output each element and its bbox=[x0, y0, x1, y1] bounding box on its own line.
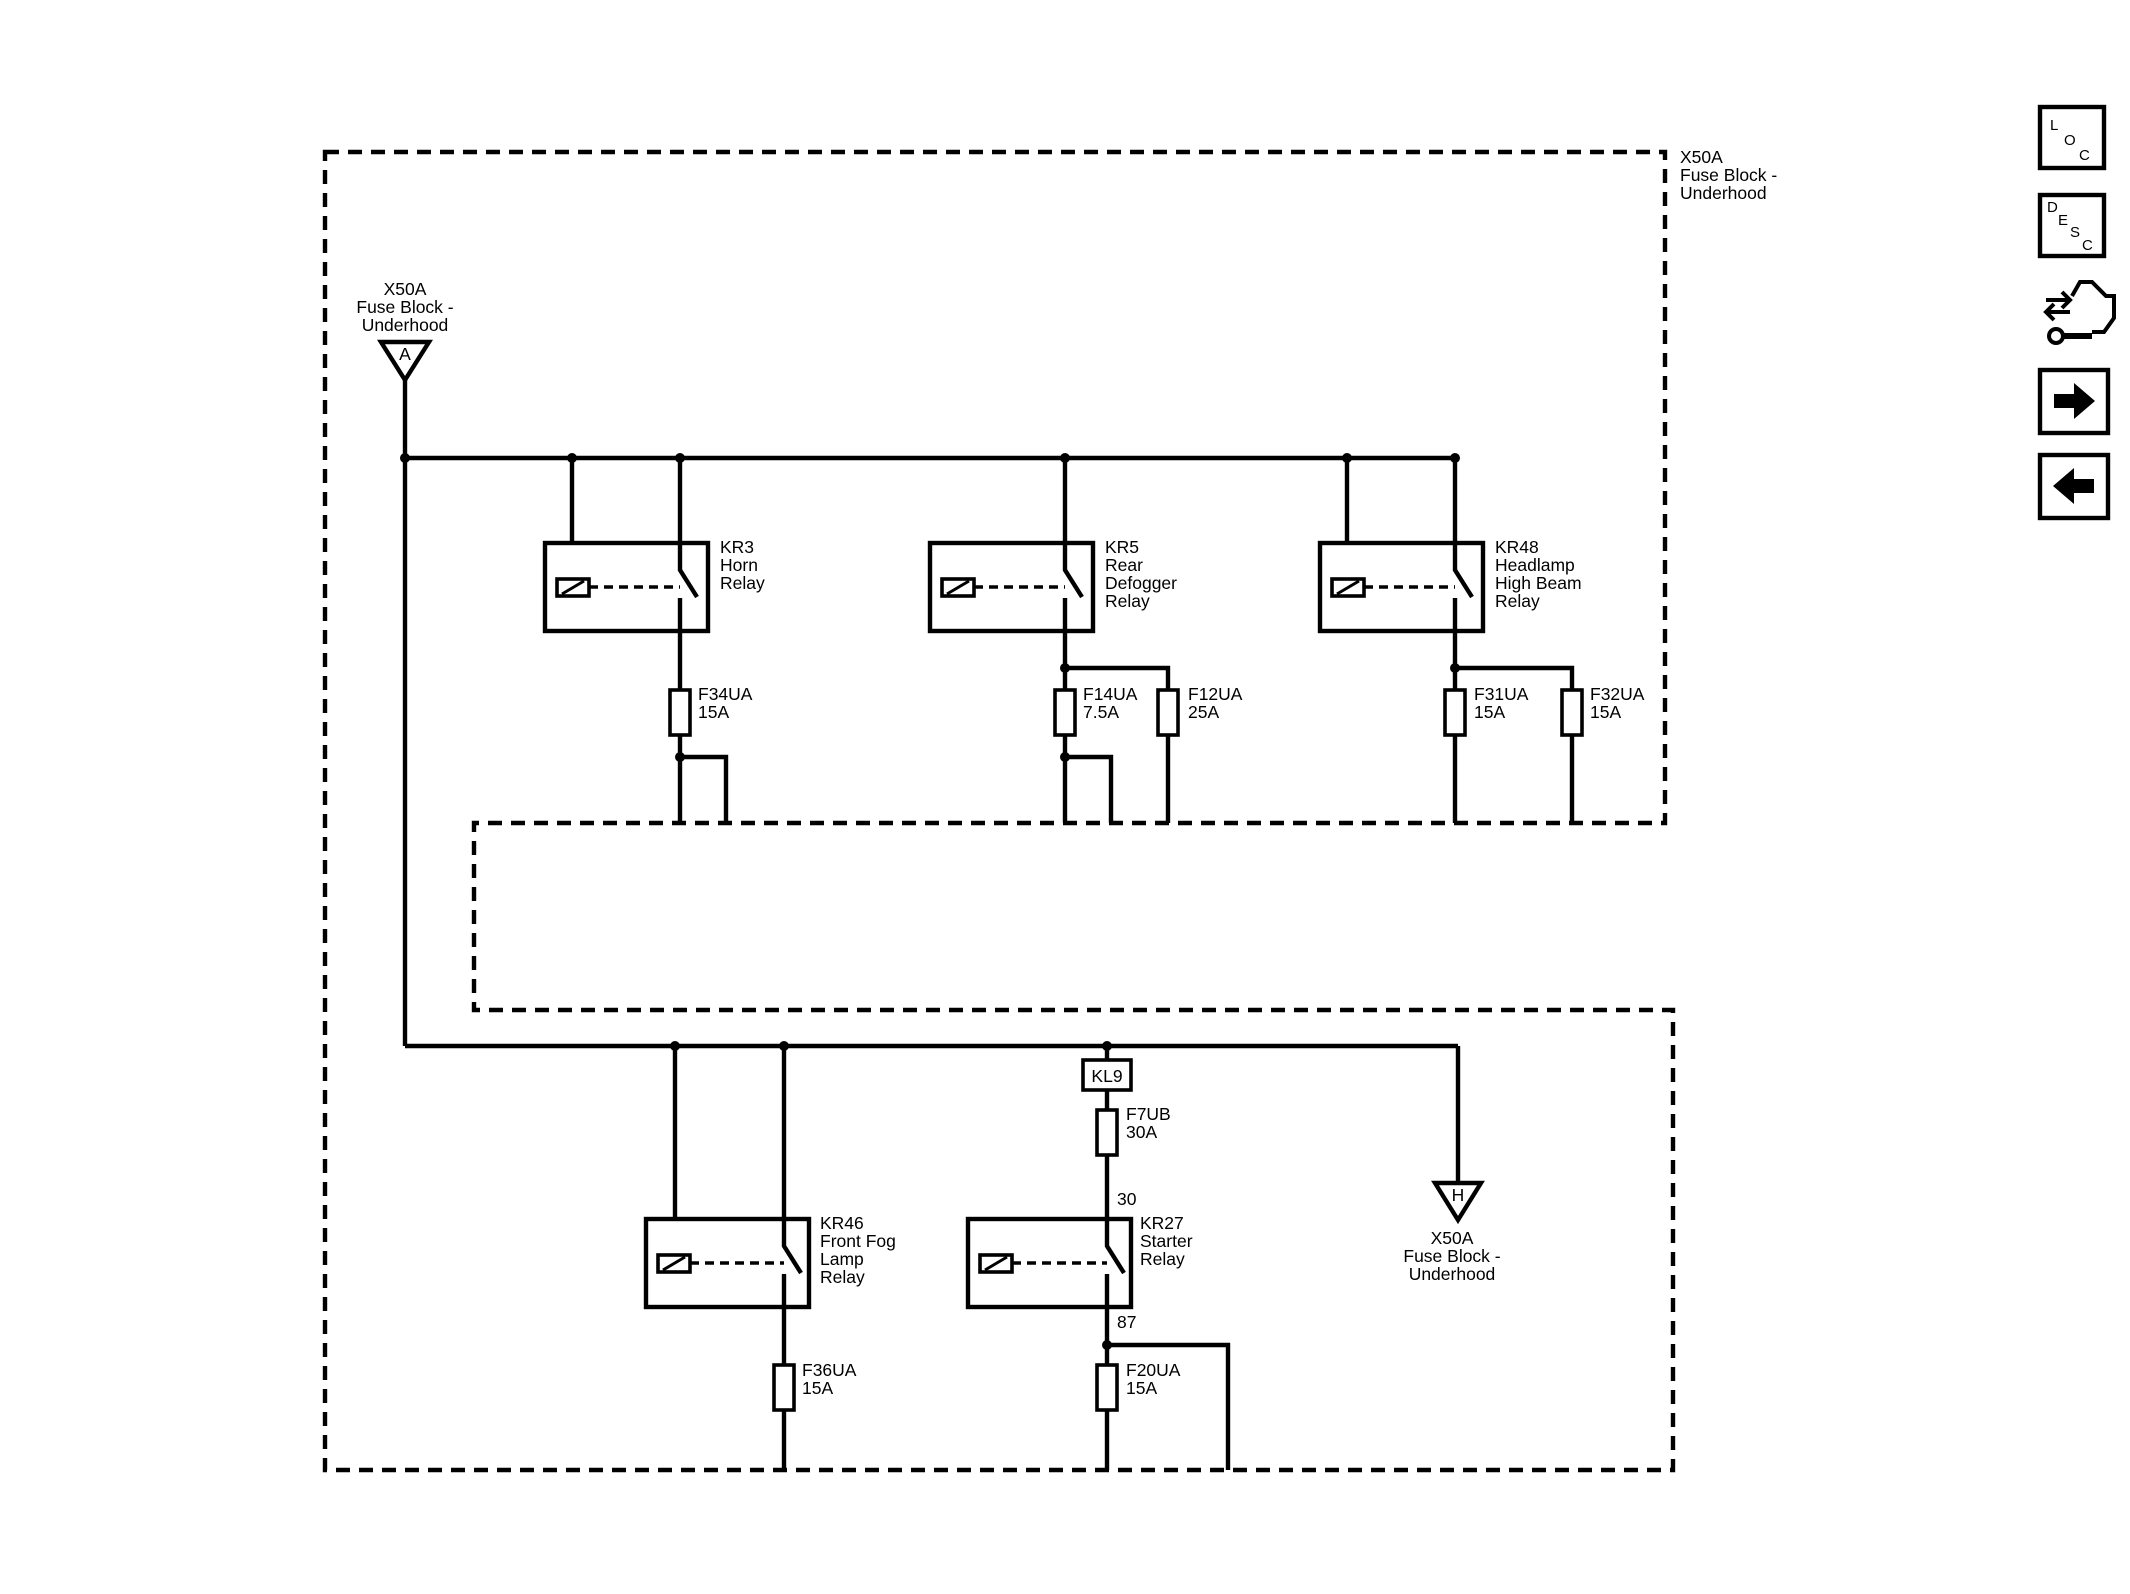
connector-a-symbol bbox=[377, 339, 433, 385]
svg-text:F7UB: F7UB bbox=[1126, 1104, 1171, 1124]
splice-dots bbox=[400, 453, 1460, 1350]
connector-a: X50A Fuse Block - Underhood A bbox=[356, 279, 454, 385]
svg-text:Relay: Relay bbox=[1495, 591, 1540, 611]
svg-text:Underhood: Underhood bbox=[1409, 1264, 1496, 1284]
svg-text:Starter: Starter bbox=[1140, 1231, 1193, 1251]
relay-kr5: KR5 Rear Defogger Relay bbox=[927, 537, 1177, 634]
svg-text:15A: 15A bbox=[1126, 1378, 1157, 1398]
svg-text:F14UA: F14UA bbox=[1083, 684, 1138, 704]
fuse-block-label: X50A Fuse Block - Underhood bbox=[1680, 147, 1777, 203]
relay-kr46: KR46 Front Fog Lamp Relay bbox=[643, 1213, 896, 1470]
svg-text:Fuse Block -: Fuse Block - bbox=[356, 297, 453, 317]
arrow-right-icon bbox=[2054, 383, 2095, 419]
svg-text:Relay: Relay bbox=[820, 1267, 865, 1287]
svg-text:7.5A: 7.5A bbox=[1083, 702, 1119, 722]
svg-text:F12UA: F12UA bbox=[1188, 684, 1243, 704]
svg-text:KR27: KR27 bbox=[1140, 1213, 1184, 1233]
svg-text:F32UA: F32UA bbox=[1590, 684, 1645, 704]
fuse-f31ua: F31UA 15A bbox=[1443, 684, 1529, 737]
svg-text:Front Fog: Front Fog bbox=[820, 1231, 896, 1251]
svg-text:Defogger: Defogger bbox=[1105, 573, 1177, 593]
svg-text:O: O bbox=[2064, 132, 2076, 149]
svg-text:Fuse Block -: Fuse Block - bbox=[1680, 165, 1777, 185]
svg-text:D: D bbox=[2047, 199, 2058, 216]
svg-text:15A: 15A bbox=[802, 1378, 833, 1398]
fuse-f20ua: F20UA 15A bbox=[1095, 1360, 1181, 1412]
svg-text:X50A: X50A bbox=[1431, 1228, 1474, 1248]
svg-text:15A: 15A bbox=[1474, 702, 1505, 722]
svg-text:Headlamp: Headlamp bbox=[1495, 555, 1575, 575]
arrow-left-icon bbox=[2053, 468, 2094, 504]
relay-kr48: KR48 Headlamp High Beam Relay bbox=[1317, 537, 1582, 634]
svg-text:F34UA: F34UA bbox=[698, 684, 753, 704]
svg-text:L: L bbox=[2050, 117, 2058, 134]
fuse-block-boundary bbox=[322, 149, 1676, 1473]
svg-text:Relay: Relay bbox=[1140, 1249, 1185, 1269]
svg-text:S: S bbox=[2070, 224, 2080, 241]
svg-text:KR46: KR46 bbox=[820, 1213, 864, 1233]
svg-text:Relay: Relay bbox=[720, 573, 765, 593]
svg-text:F36UA: F36UA bbox=[802, 1360, 857, 1380]
svg-text:Fuse Block -: Fuse Block - bbox=[1403, 1246, 1500, 1266]
svg-text:15A: 15A bbox=[1590, 702, 1621, 722]
fusible-link-kl9: KL9 bbox=[1081, 1058, 1133, 1092]
loc-button[interactable]: L O C bbox=[2037, 104, 2107, 171]
svg-text:Underhood: Underhood bbox=[362, 315, 449, 335]
svg-text:KR48: KR48 bbox=[1495, 537, 1539, 557]
next-button[interactable] bbox=[2037, 367, 2111, 436]
svg-text:Horn: Horn bbox=[720, 555, 758, 575]
svg-text:A: A bbox=[399, 344, 411, 364]
relay-kr27: KR27 Starter Relay bbox=[965, 1213, 1193, 1470]
svg-text:Relay: Relay bbox=[1105, 591, 1150, 611]
svg-text:KL9: KL9 bbox=[1091, 1066, 1122, 1086]
svg-text:KR5: KR5 bbox=[1105, 537, 1139, 557]
connector-h: H X50A Fuse Block - Underhood bbox=[1403, 1180, 1501, 1284]
connector-wrench-icon[interactable] bbox=[2043, 280, 2116, 345]
svg-text:Lamp: Lamp bbox=[820, 1249, 864, 1269]
svg-text:C: C bbox=[2079, 147, 2090, 164]
svg-text:F31UA: F31UA bbox=[1474, 684, 1529, 704]
svg-text:E: E bbox=[2058, 212, 2068, 229]
svg-text:15A: 15A bbox=[698, 702, 729, 722]
svg-text:H: H bbox=[1452, 1185, 1465, 1205]
desc-button[interactable]: D E S C bbox=[2037, 192, 2107, 259]
svg-text:25A: 25A bbox=[1188, 702, 1219, 722]
pin-30: 30 bbox=[1117, 1189, 1137, 1209]
fuse-f32ua: F32UA 15A bbox=[1560, 684, 1645, 737]
svg-text:F20UA: F20UA bbox=[1126, 1360, 1181, 1380]
fuse-f12ua: F12UA 25A bbox=[1156, 684, 1243, 737]
svg-text:Rear: Rear bbox=[1105, 555, 1143, 575]
fuse-f7ub: F7UB 30A bbox=[1095, 1104, 1171, 1157]
pin-87: 87 bbox=[1117, 1312, 1136, 1332]
prev-button[interactable] bbox=[2037, 452, 2111, 521]
fuse-f14ua: F14UA 7.5A bbox=[1053, 684, 1138, 737]
connector-h-symbol bbox=[1431, 1180, 1485, 1225]
svg-text:30A: 30A bbox=[1126, 1122, 1157, 1142]
fuse-f36ua: F36UA 15A bbox=[772, 1360, 857, 1412]
svg-text:Underhood: Underhood bbox=[1680, 183, 1767, 203]
svg-text:KR3: KR3 bbox=[720, 537, 754, 557]
svg-text:X50A: X50A bbox=[384, 279, 427, 299]
relay-kr3: KR3 Horn Relay bbox=[542, 537, 765, 634]
svg-text:X50A: X50A bbox=[1680, 147, 1723, 167]
svg-text:C: C bbox=[2082, 237, 2093, 254]
svg-text:High Beam: High Beam bbox=[1495, 573, 1582, 593]
fuse-f34ua: F34UA 15A bbox=[668, 684, 753, 737]
